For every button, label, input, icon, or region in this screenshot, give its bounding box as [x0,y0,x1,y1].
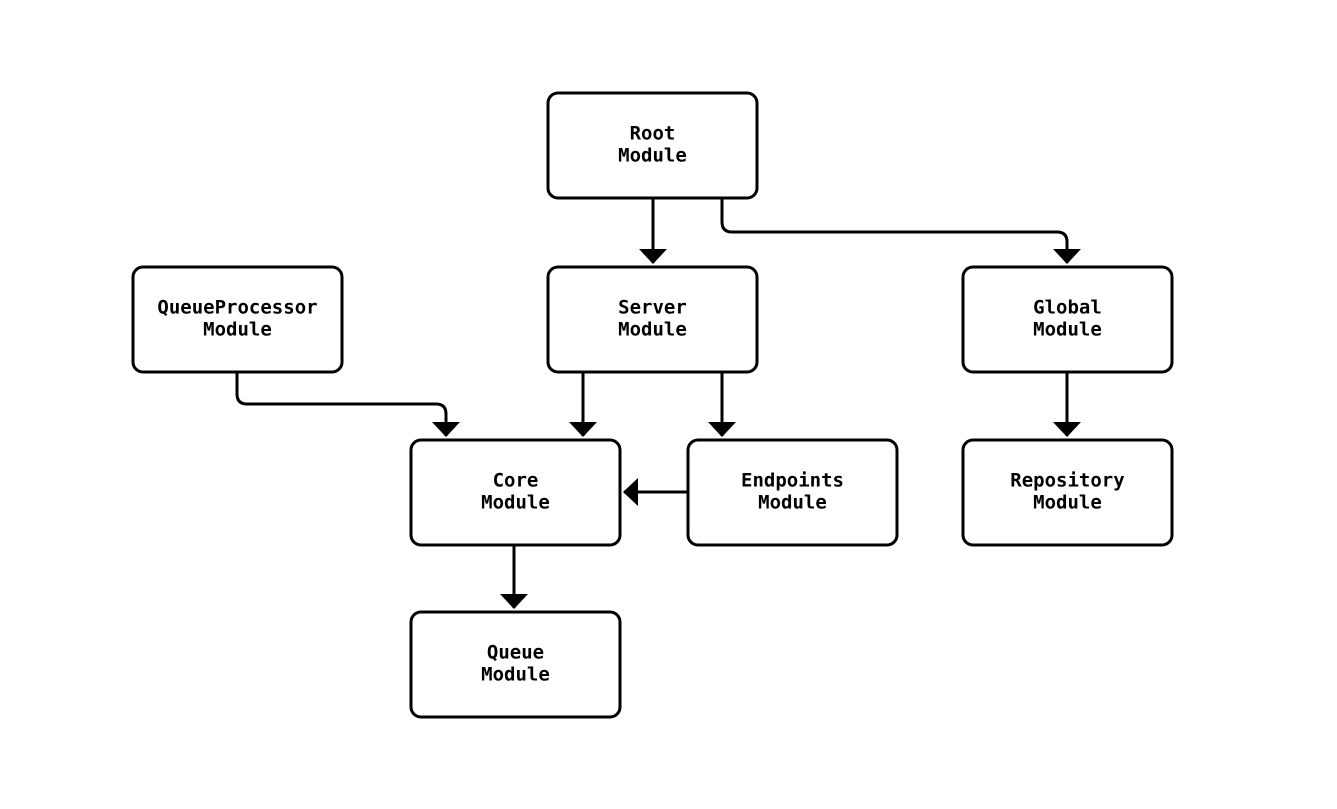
label-line: Module [618,319,687,341]
module-node-box-core [409,438,622,547]
label-line: Module [481,492,550,514]
module-node-box-root [546,91,759,200]
edge-queueprocessor-to-core [235,372,460,437]
label-line: Server [618,297,687,319]
label-line: Queue [487,642,544,664]
label-line: Module [618,145,687,167]
label-line: Module [1033,319,1102,341]
label-line: Module [481,664,550,686]
label-line: Global [1033,297,1102,319]
label-line: Module [758,492,827,514]
label-line: Module [203,319,272,341]
module-node-box-queue [409,610,622,719]
label-line: Root [630,123,676,145]
label-line: Module [1033,492,1102,514]
module-node-box-global [961,265,1174,374]
label-line: Repository [1010,470,1124,492]
edge-root-to-global [720,198,1081,264]
label-line: Endpoints [741,470,844,492]
label-line: Core [493,470,539,492]
edges-layer [235,198,1081,609]
module-node-box-endpoints [686,438,899,547]
label-line: QueueProcessor [157,297,317,319]
module-node-box-queueprocessor [131,265,344,374]
module-node-box-repository [961,438,1174,547]
module-node-box-server [546,265,759,374]
